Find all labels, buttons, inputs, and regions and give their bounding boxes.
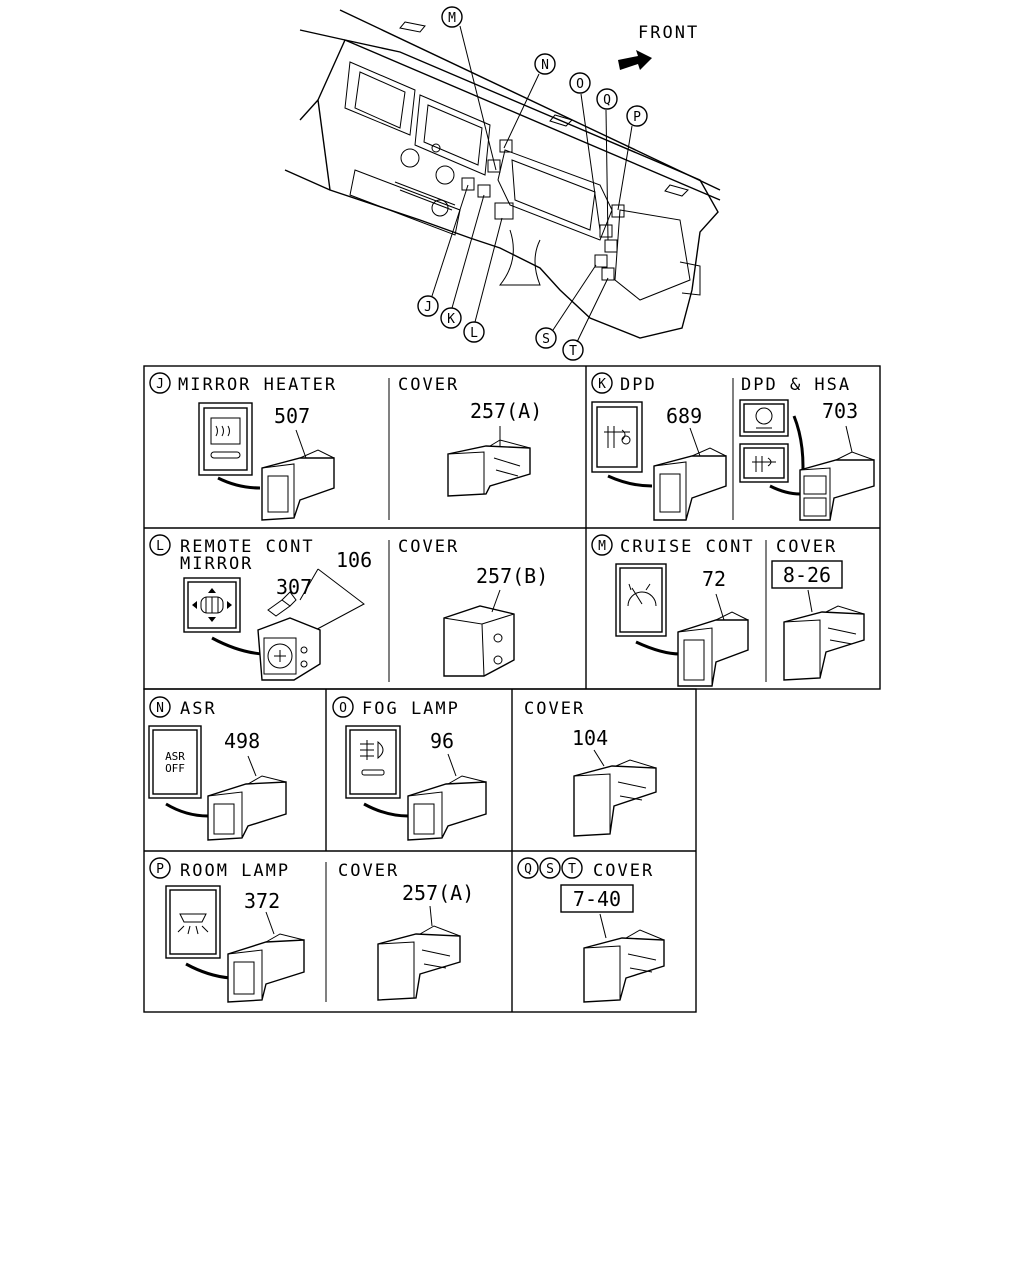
panel-n-asr: N ASR 498 ASR OFF [148, 696, 287, 841]
callout-o: O [569, 72, 591, 94]
panel-qst-title: COVER [593, 861, 654, 881]
svg-text:N: N [541, 58, 549, 73]
svg-text:P: P [633, 110, 641, 125]
callout-k: K [440, 307, 462, 329]
panel-p-room-lamp: P ROOM LAMP 372 COVER 257(A) [149, 857, 474, 1003]
front-label: FRONT [638, 23, 699, 43]
mirror-heater-symbol-icon [198, 402, 253, 476]
asr-off-symbol-icon: ASR OFF [148, 725, 202, 799]
switch-96-icon [407, 753, 487, 841]
switch-689-icon [653, 427, 727, 521]
callout-n: N [534, 53, 556, 75]
panel-l-cover-part: 257(B) [476, 564, 548, 588]
panel-l-letter: L [156, 539, 164, 554]
cover-257b-icon [443, 589, 515, 677]
panel-m-title: CRUISE CONT [620, 537, 755, 557]
panel-p-cover-title: COVER [338, 861, 399, 881]
svg-text:S: S [542, 332, 550, 347]
switch-372-icon [227, 911, 305, 1003]
svg-text:L: L [470, 326, 478, 341]
cover-104-icon [573, 749, 657, 837]
panel-k-dpd: K DPD 689 DPD & HSA 703 [591, 372, 875, 521]
svg-text:O: O [576, 77, 584, 92]
panel-t-letter: T [568, 862, 576, 877]
callout-p: P [626, 105, 648, 127]
panel-p-part: 372 [244, 889, 280, 913]
panel-k-letter: K [598, 377, 606, 392]
switch-703-icon [799, 425, 875, 521]
svg-text:M: M [448, 11, 456, 26]
fog-lamp-symbol-icon [345, 725, 401, 799]
panel-l-remote-mirror: L REMOTE CONT MIRROR 106 307 COVER 257(B… [149, 534, 548, 681]
switch-507-icon [261, 429, 335, 521]
panel-k-hsa-title: DPD & HSA [741, 375, 851, 395]
panel-grid [143, 365, 881, 1013]
panel-l-part-assy: 106 [336, 548, 372, 572]
switch-498-icon [207, 755, 287, 841]
panel-p-title: ROOM LAMP [180, 861, 290, 881]
panel-k-hsa-part: 703 [822, 399, 858, 423]
front-arrow-icon [618, 50, 652, 70]
svg-text:K: K [447, 312, 455, 327]
panel-qst-ref: 7-40 [573, 887, 621, 911]
panel-l-cover-title: COVER [398, 537, 459, 557]
panel-j-cover-part: 257(A) [470, 399, 542, 423]
cruise-symbol-icon [615, 563, 667, 637]
panel-j-title: MIRROR HEATER [178, 375, 337, 395]
panel-o-part: 96 [430, 729, 454, 753]
dpd-small-symbol-icon [739, 443, 789, 483]
switch-106-icon [257, 617, 321, 681]
callout-q: Q [596, 88, 618, 110]
panel-k-title: DPD [620, 375, 657, 395]
panel-o-letter: O [339, 701, 347, 716]
cover-7-40-icon [583, 913, 665, 1003]
panel-qst-cover: Q S T COVER 7-40 [517, 857, 665, 1003]
panel-m-cover-title: COVER [776, 537, 837, 557]
dashboard-overview: FRONT [284, 9, 721, 343]
panel-j-cover-title: COVER [398, 375, 459, 395]
callout-m: M [441, 6, 463, 28]
panel-m-part: 72 [702, 567, 726, 591]
panel-j-mirror-heater: J MIRROR HEATER 507 COVER 257(A) [149, 372, 542, 521]
switch-72-icon [677, 593, 749, 687]
svg-text:Q: Q [603, 93, 611, 108]
panel-j-part: 507 [274, 404, 310, 428]
cover-257a-icon [447, 426, 531, 497]
svg-text:T: T [569, 344, 577, 359]
hsa-symbol-icon [739, 399, 789, 437]
cover-8-26-icon [783, 589, 865, 681]
panel-k-part: 689 [666, 404, 702, 428]
panel-l-title-1: REMOTE CONT [180, 537, 315, 557]
asr-switch-text-1: ASR [165, 750, 185, 763]
dpd-symbol-icon [591, 401, 643, 473]
panel-o-cover-part: 104 [572, 726, 608, 750]
panel-m-letter: M [598, 539, 606, 554]
panel-m-cover-ref: 8-26 [783, 563, 831, 587]
callout-t: T [562, 339, 584, 361]
screw-307-icon [267, 591, 297, 617]
callout-s: S [535, 327, 557, 349]
panel-l-part-screw: 307 [276, 575, 312, 599]
panel-n-part: 498 [224, 729, 260, 753]
svg-text:J: J [424, 300, 432, 315]
room-lamp-symbol-icon [165, 885, 221, 959]
panel-q-letter: Q [524, 862, 532, 877]
panel-j-letter: J [156, 377, 164, 392]
panel-s-letter: S [546, 862, 554, 877]
panel-o-fog-lamp: O FOG LAMP 96 COVER 104 [332, 696, 657, 841]
panel-n-letter: N [156, 701, 164, 716]
panel-o-cover-title: COVER [524, 699, 585, 719]
mirror-control-symbol-icon [183, 577, 241, 633]
asr-switch-text-2: OFF [165, 762, 185, 775]
panel-p-cover-part: 257(A) [402, 881, 474, 905]
panel-m-cruise: M CRUISE CONT 72 COVER 8-26 [591, 534, 865, 687]
cover-257a-p-icon [377, 905, 461, 1001]
panel-l-title-2: MIRROR [180, 554, 253, 574]
callout-l: L [463, 321, 485, 343]
panel-p-letter: P [156, 862, 164, 877]
panel-n-title: ASR [180, 699, 217, 719]
callout-j: J [417, 295, 439, 317]
panel-o-title: FOG LAMP [362, 699, 460, 719]
